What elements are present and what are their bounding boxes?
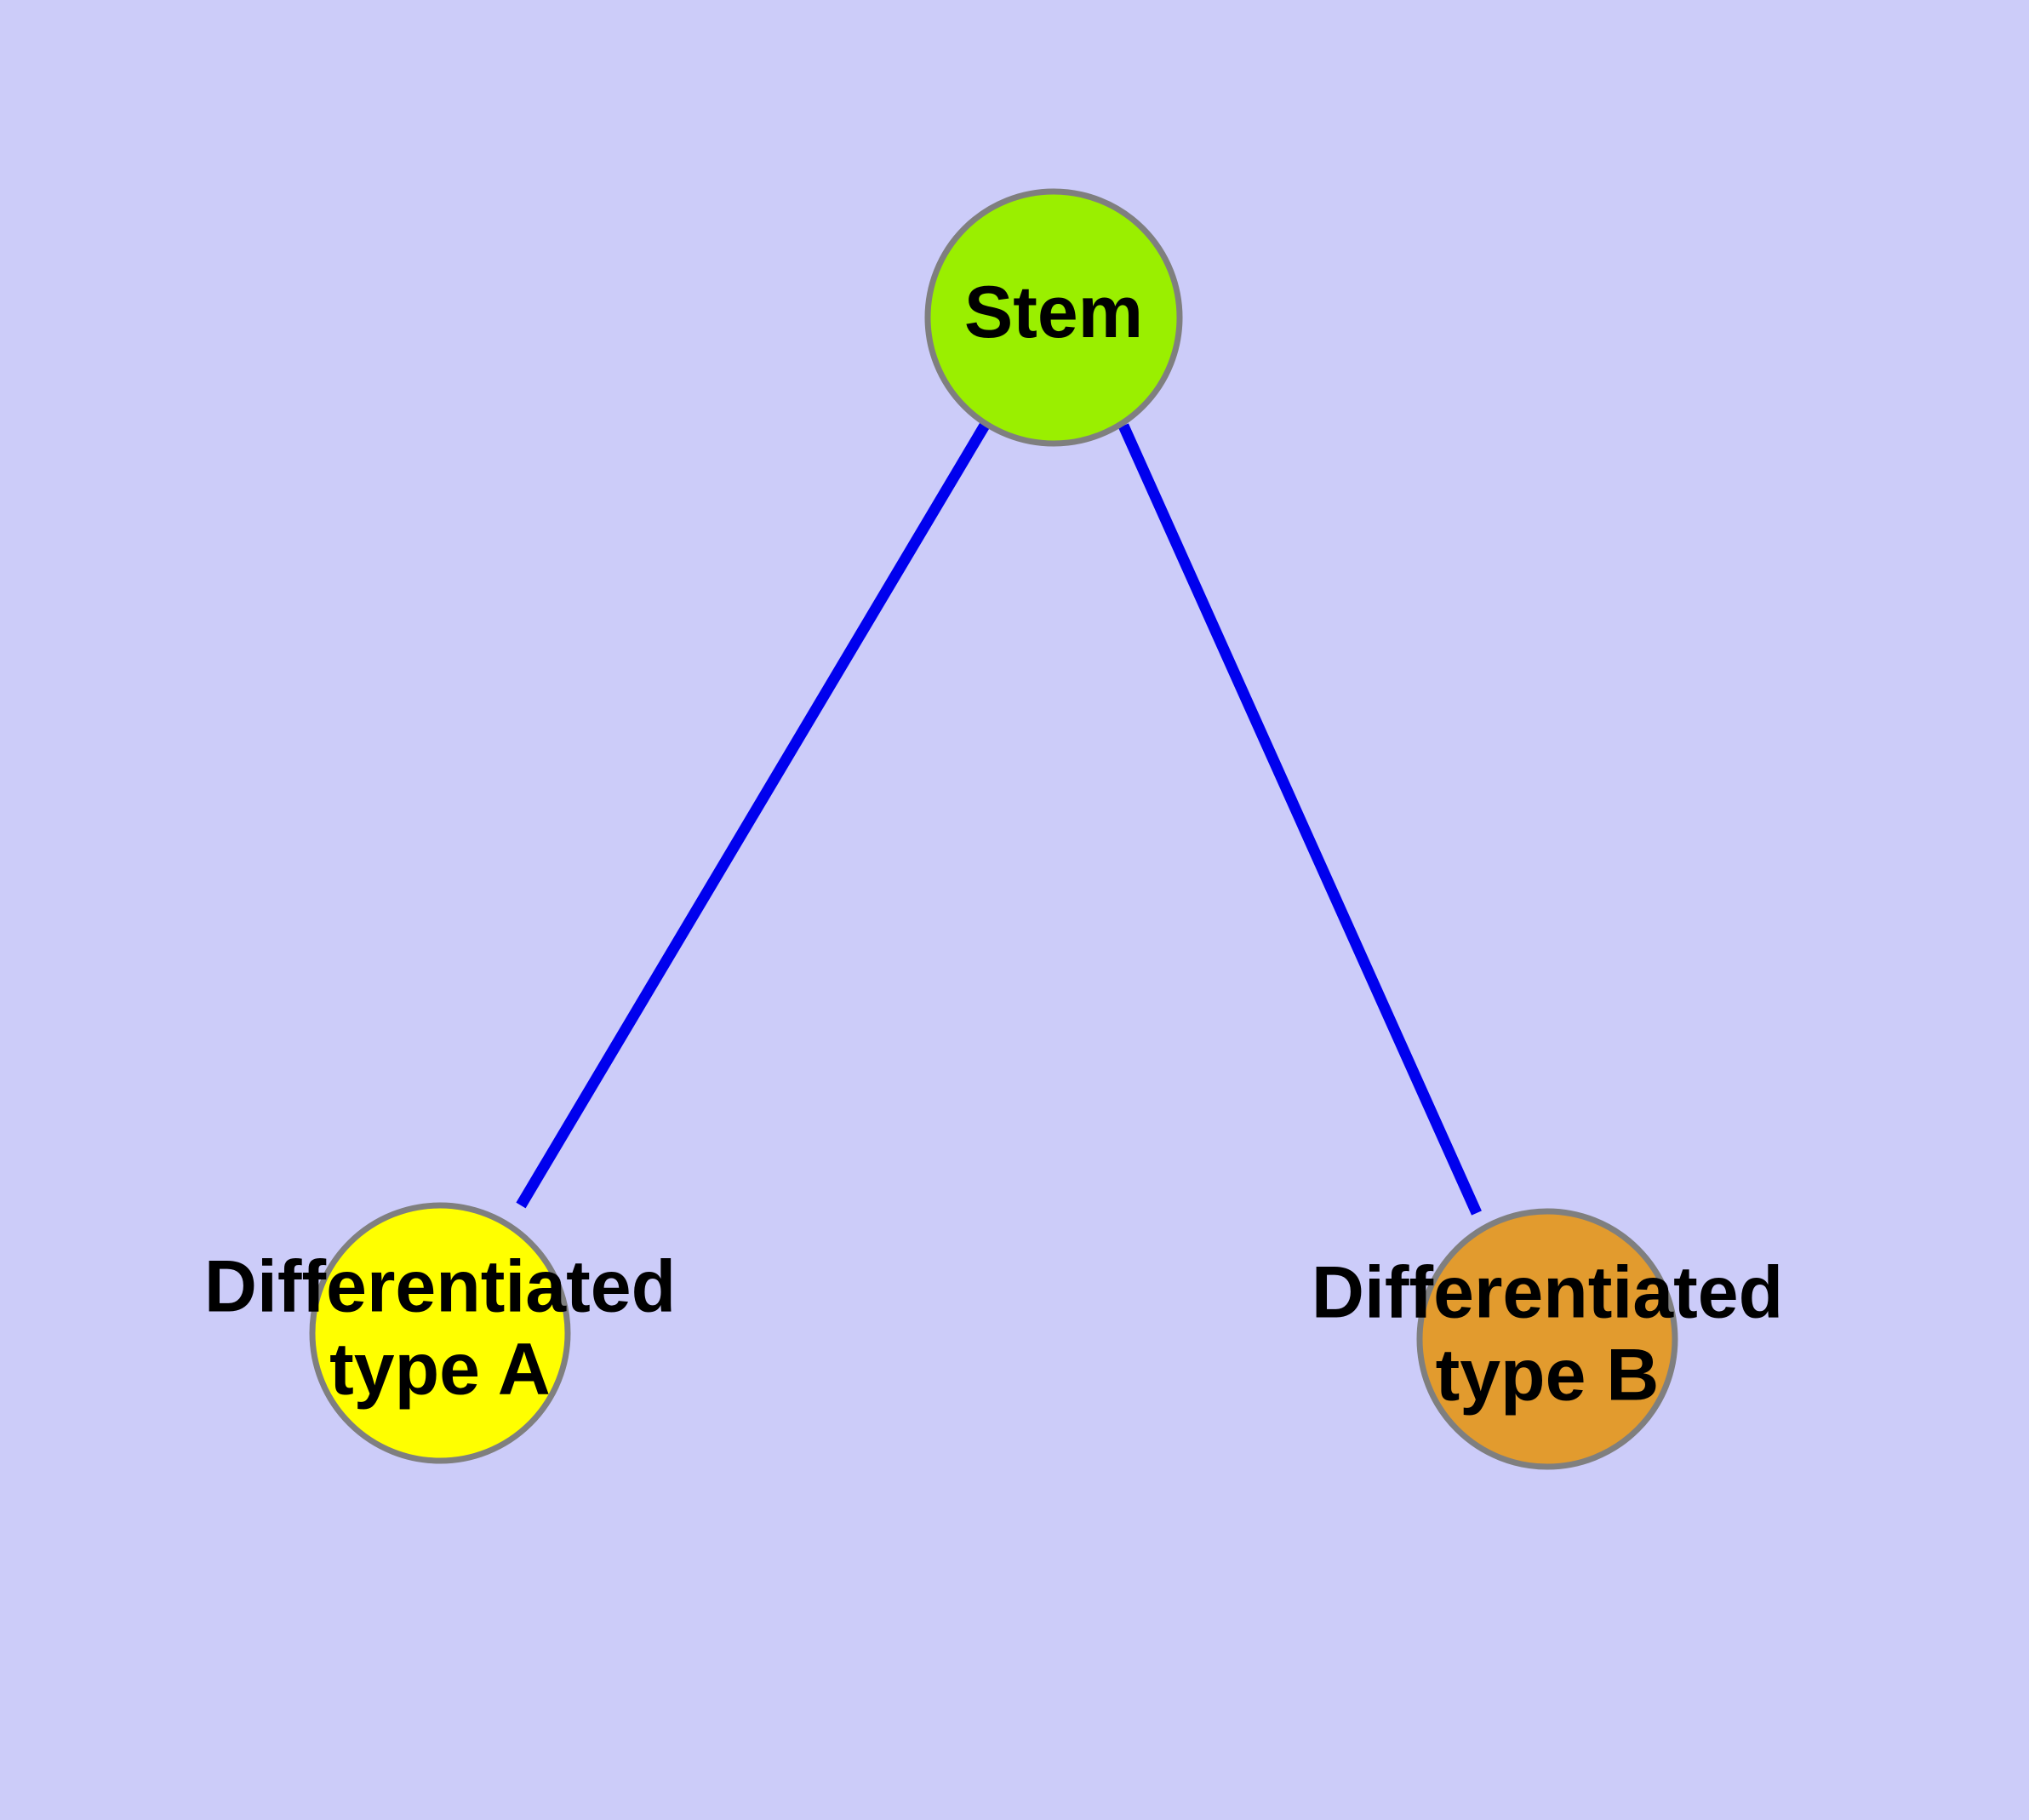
node-differentiated-type-a-circle[interactable] <box>309 1202 571 1464</box>
edge-stem-to-differentiated-type-b[interactable] <box>1118 423 1482 1216</box>
node-label-line: type A <box>329 1328 551 1410</box>
node-differentiated-type-a[interactable] <box>309 1202 571 1464</box>
node-label-line: type B <box>1436 1334 1660 1416</box>
node-label-line: Differentiated <box>1312 1251 1783 1333</box>
node-stem[interactable] <box>924 188 1183 447</box>
node-label-line: Stem <box>964 272 1143 353</box>
node-differentiated-type-b-circle[interactable] <box>1416 1208 1678 1470</box>
node-stem-label: Stem <box>964 272 1143 353</box>
node-stem-circle[interactable] <box>924 188 1183 447</box>
edges-layer <box>516 421 1482 1216</box>
node-differentiated-type-b[interactable] <box>1416 1208 1678 1470</box>
node-label-line: Differentiated <box>204 1245 676 1327</box>
edge-stem-to-differentiated-type-a[interactable] <box>516 421 991 1209</box>
nodes-layer <box>309 188 1678 1470</box>
